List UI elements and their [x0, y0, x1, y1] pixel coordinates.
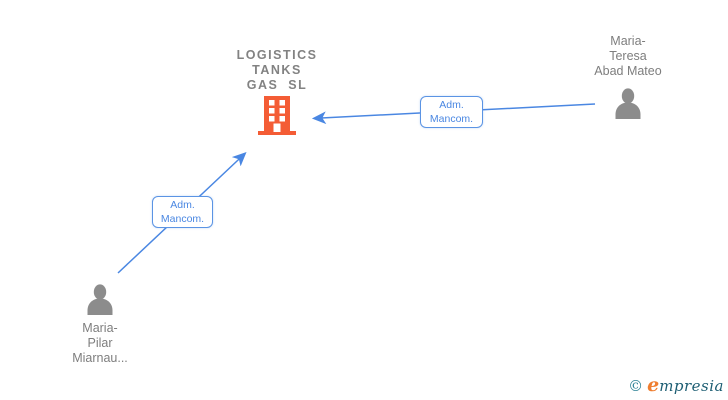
- company-name: LOGISTICS TANKS GAS SL: [236, 48, 318, 92]
- copyright-icon: ©: [628, 377, 644, 395]
- edge-label-adm-mancom-2[interactable]: Adm. Mancom.: [152, 196, 213, 228]
- person-node-maria-pilar[interactable]: Maria- Pilar Miarnau...: [30, 284, 170, 365]
- brand-rest: mpresia: [659, 377, 724, 395]
- person-icon[interactable]: [609, 88, 647, 120]
- brand-wordmark: empresia: [647, 374, 724, 396]
- person-icon[interactable]: [81, 284, 119, 316]
- empresia-logo[interactable]: © empresia: [628, 374, 724, 396]
- company-node[interactable]: LOGISTICS TANKS GAS SL: [187, 48, 367, 135]
- person-node-maria-teresa[interactable]: Maria- Teresa Abad Mateo: [558, 34, 698, 120]
- edge-label-adm-mancom-1[interactable]: Adm. Mancom.: [420, 96, 483, 128]
- person-name: Maria- Pilar Miarnau...: [72, 321, 128, 365]
- person-name: Maria- Teresa Abad Mateo: [594, 34, 662, 78]
- brand-initial: e: [647, 374, 660, 396]
- building-icon[interactable]: [258, 96, 296, 135]
